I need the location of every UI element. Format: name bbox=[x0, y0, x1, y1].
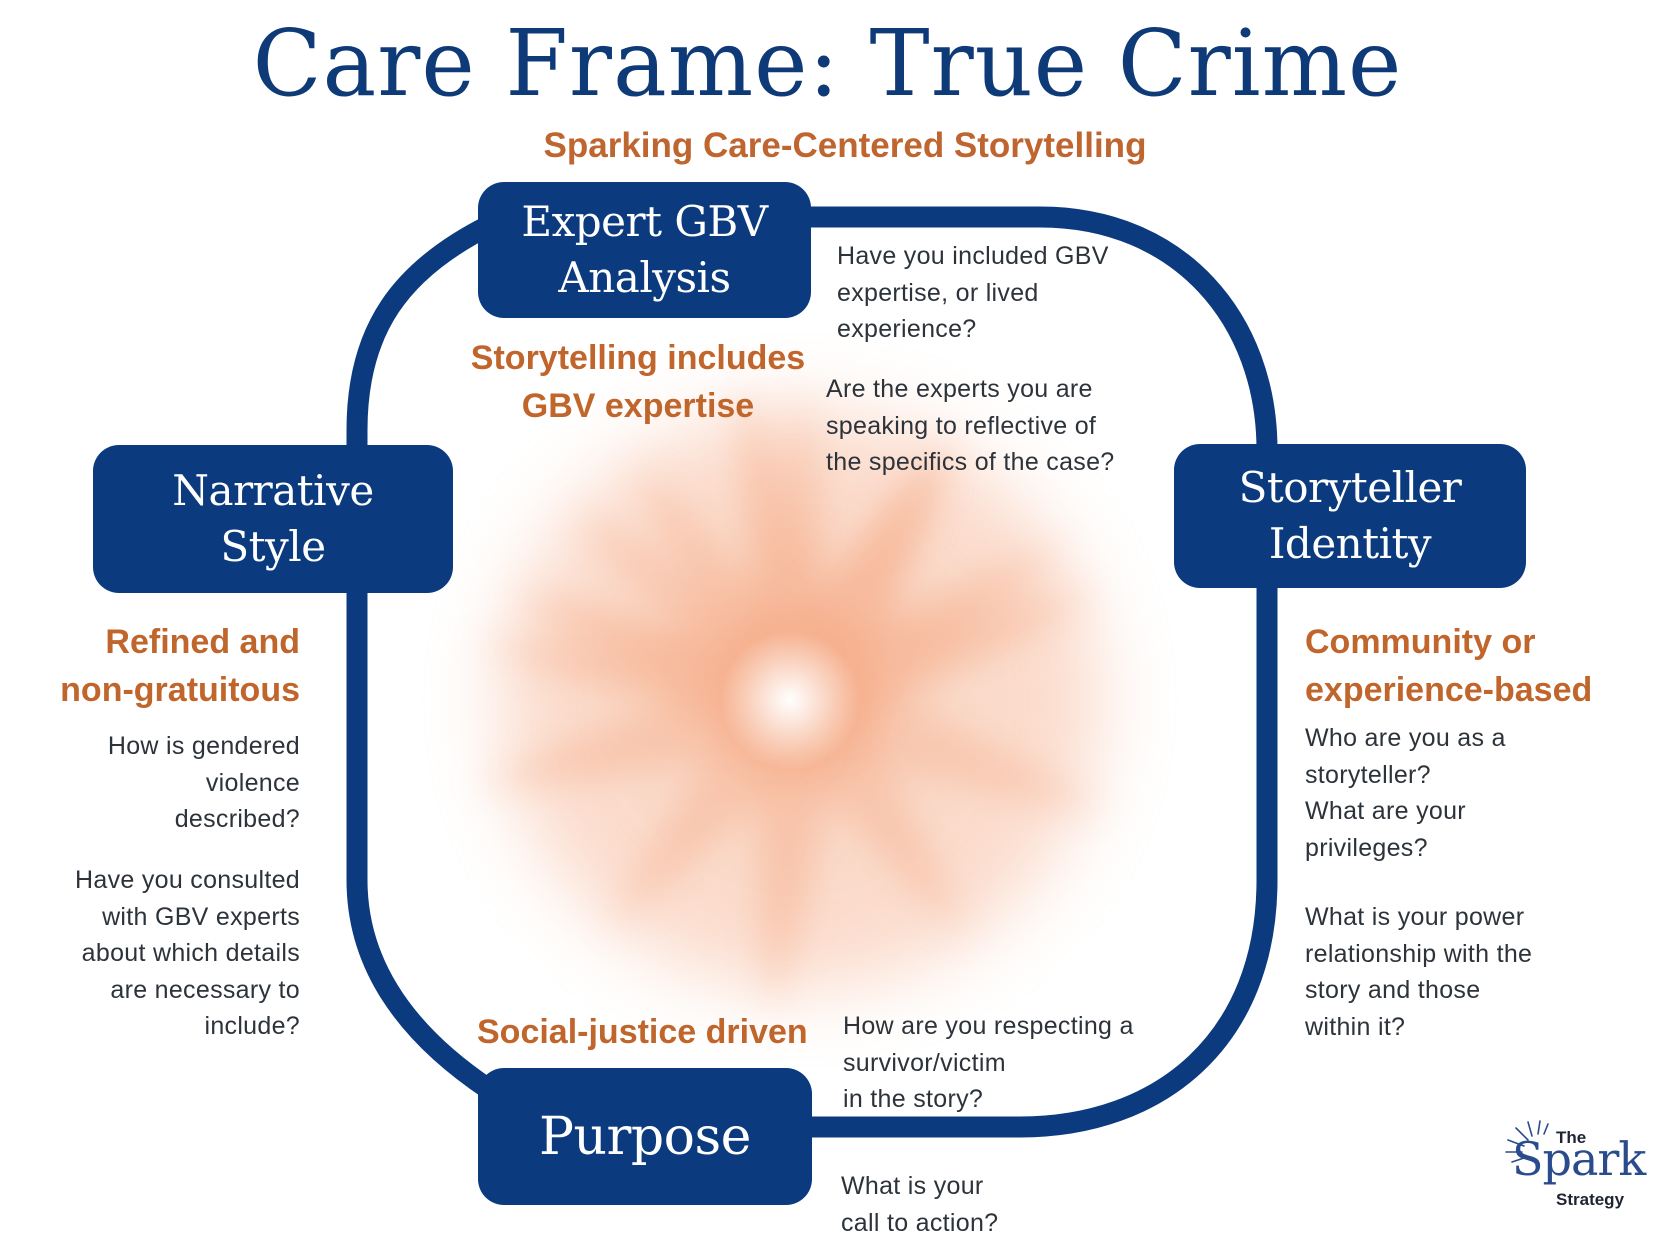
storyteller-heading: Community or experience-based bbox=[1305, 623, 1593, 709]
burst-center-glow bbox=[720, 630, 860, 770]
spark-rays-icon bbox=[1505, 1120, 1549, 1163]
loop-right-segment bbox=[800, 580, 1278, 1138]
node-narrative-style: Narrative Style bbox=[93, 445, 453, 593]
node-expert-gbv-analysis: Expert GBV Analysis bbox=[478, 182, 811, 318]
spark-strategy-logo: The Spark Strategy bbox=[1488, 1118, 1646, 1213]
purpose-question-1: How are you respecting a survivor/victim… bbox=[843, 1012, 1134, 1113]
loop-left-bottom-segment bbox=[346, 580, 496, 1099]
page-title: Care Frame: True Crime bbox=[252, 10, 1403, 117]
node-storyteller-identity: Storyteller Identity bbox=[1174, 444, 1526, 588]
page-subtitle: Sparking Care-Centered Storytelling bbox=[543, 126, 1147, 165]
logo-text-the: The bbox=[1556, 1128, 1587, 1147]
node-expert-label: Expert GBV Analysis bbox=[521, 197, 768, 302]
logo-text-spark: Spark bbox=[1512, 1132, 1646, 1186]
storyteller-question-1: Who are you as a storyteller? What are y… bbox=[1305, 724, 1506, 862]
loop-left-top-segment bbox=[346, 215, 495, 455]
node-purpose: Purpose bbox=[478, 1068, 812, 1205]
narrative-question-2: Have you consulted with GBV experts abou… bbox=[75, 866, 300, 1040]
expert-question-2: Are the experts you are speaking to refl… bbox=[826, 375, 1115, 476]
loop-top-segment bbox=[800, 206, 1278, 451]
node-storyteller-label: Storyteller Identity bbox=[1238, 463, 1462, 568]
narrative-heading: Refined and non-gratuitous bbox=[60, 623, 300, 709]
purpose-heading: Social-justice driven bbox=[477, 1013, 808, 1051]
node-narrative-label: Narrative Style bbox=[172, 466, 374, 571]
node-purpose-label: Purpose bbox=[539, 1106, 751, 1167]
logo-text-strategy: Strategy bbox=[1556, 1190, 1625, 1209]
storyteller-question-2: What is your power relationship with the… bbox=[1305, 903, 1533, 1041]
expert-heading: Storytelling includes GBV expertise bbox=[470, 339, 806, 425]
expert-question-1: Have you included GBV expertise, or live… bbox=[837, 242, 1109, 343]
narrative-question-1: How is gendered violence described? bbox=[107, 732, 300, 833]
purpose-question-2: What is your call to action? bbox=[841, 1172, 999, 1237]
